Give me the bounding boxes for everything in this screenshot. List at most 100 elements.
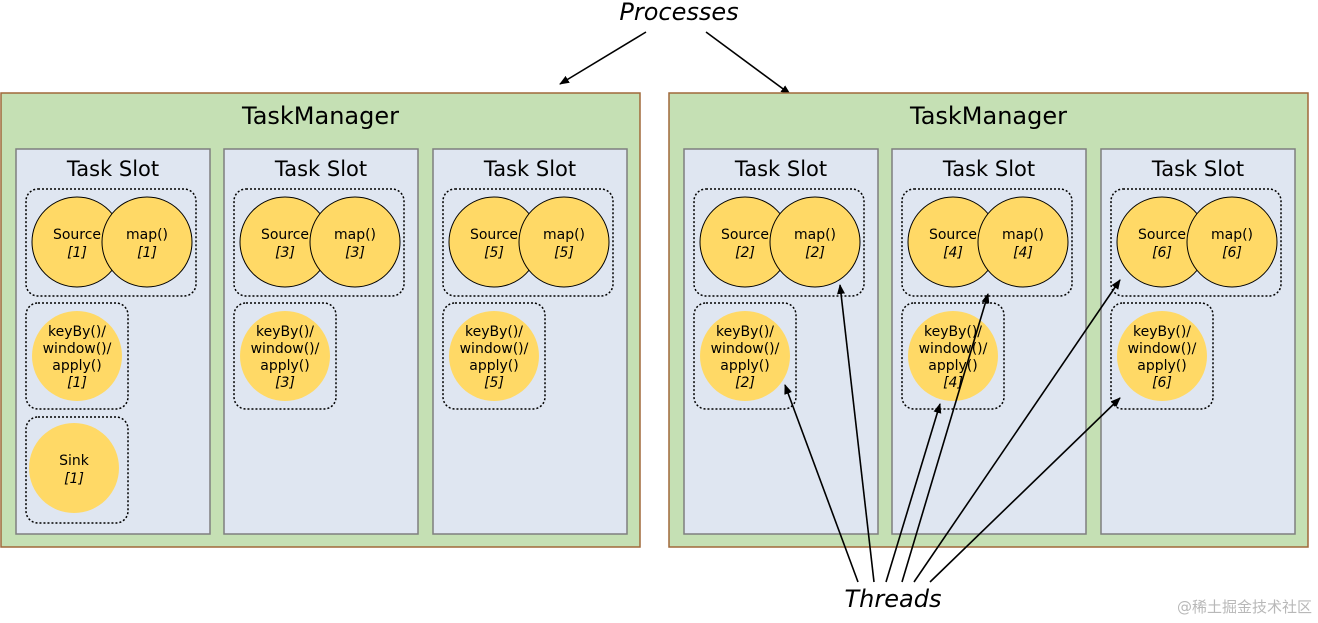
source-index: [5] <box>484 245 504 261</box>
thread-arrow-chain-6 <box>913 279 1121 583</box>
map-index: [2] <box>805 245 825 261</box>
map-operator <box>1186 196 1278 288</box>
operator-chain-border <box>901 188 1073 297</box>
window-label-line: keyBy()/ <box>48 324 106 340</box>
sink-index: [1] <box>64 471 84 487</box>
window-label-line: apply() <box>928 358 977 374</box>
window-operator-border <box>233 302 337 410</box>
operator-chain-border <box>25 188 197 297</box>
sink-operator <box>29 423 119 513</box>
window-label-line: apply() <box>469 358 518 374</box>
map-index: [6] <box>1222 245 1242 261</box>
window-operator-border <box>442 302 546 410</box>
window-index: [5] <box>484 375 504 391</box>
window-operator-border <box>25 302 129 410</box>
task-slot-title: Task Slot <box>274 157 367 181</box>
map-operator <box>518 196 610 288</box>
window-label-line: keyBy()/ <box>1133 324 1191 340</box>
map-operator <box>977 196 1069 288</box>
task-slot-title: Task Slot <box>1151 157 1244 181</box>
map-label: map() <box>794 227 836 243</box>
window-label-line: keyBy()/ <box>924 324 982 340</box>
source-index: [1] <box>67 245 87 261</box>
task-slot-title: Task Slot <box>66 157 159 181</box>
process-arrow-right <box>705 31 791 95</box>
map-label: map() <box>543 227 585 243</box>
window-label-line: window()/ <box>460 341 529 357</box>
thread-arrow-window-2 <box>784 384 859 583</box>
source-label: Source <box>721 227 769 243</box>
window-label-line: keyBy()/ <box>256 324 314 340</box>
process-arrow-left <box>559 31 647 85</box>
taskmanager-title: TaskManager <box>909 102 1067 130</box>
operator-chain-border <box>233 188 405 297</box>
map-operator <box>769 196 861 288</box>
map-operator <box>309 196 401 288</box>
thread-arrow-window-4 <box>885 403 942 583</box>
task-slot-title: Task Slot <box>942 157 1035 181</box>
source-label: Source <box>261 227 309 243</box>
source-label: Source <box>1138 227 1186 243</box>
source-label: Source <box>929 227 977 243</box>
operator-chain-border <box>693 188 865 297</box>
map-label: map() <box>126 227 168 243</box>
window-operator <box>449 311 539 401</box>
thread-arrow-chain-4 <box>901 293 990 583</box>
task-slot-title: Task Slot <box>734 157 827 181</box>
window-index: [2] <box>735 375 755 391</box>
window-index: [6] <box>1152 375 1172 391</box>
threads-label: Threads <box>845 585 942 613</box>
window-label-line: apply() <box>260 358 309 374</box>
map-label: map() <box>334 227 376 243</box>
map-label: map() <box>1002 227 1044 243</box>
sink-label: Sink <box>59 453 90 469</box>
processes-label: Processes <box>619 0 738 26</box>
map-label: map() <box>1211 227 1253 243</box>
map-index: [1] <box>137 245 157 261</box>
window-operator-border <box>1110 302 1214 410</box>
thread-arrow-chain-2 <box>837 284 875 583</box>
window-label-line: window()/ <box>1128 341 1197 357</box>
operator-chain-border <box>442 188 614 297</box>
window-label-line: window()/ <box>711 341 780 357</box>
watermark-text: @稀土掘金技术社区 <box>1177 598 1312 616</box>
taskmanager-title: TaskManager <box>241 102 399 130</box>
task-slot-title: Task Slot <box>483 157 576 181</box>
source-label: Source <box>470 227 518 243</box>
window-index: [3] <box>275 375 295 391</box>
window-operator <box>700 311 790 401</box>
window-label-line: window()/ <box>251 341 320 357</box>
process-arrows <box>559 31 791 95</box>
task-slot: Task SlotSource[4]map()[4]keyBy()/window… <box>891 148 1087 535</box>
window-label-line: apply() <box>720 358 769 374</box>
map-operator <box>101 196 193 288</box>
window-label-line: keyBy()/ <box>465 324 523 340</box>
window-operator <box>32 311 122 401</box>
source-index: [6] <box>1152 245 1172 261</box>
window-label-line: window()/ <box>43 341 112 357</box>
window-label-line: keyBy()/ <box>716 324 774 340</box>
window-operator-border <box>693 302 797 410</box>
window-label-line: apply() <box>52 358 101 374</box>
source-label: Source <box>53 227 101 243</box>
window-label-line: apply() <box>1137 358 1186 374</box>
source-index: [4] <box>943 245 963 261</box>
window-operator <box>240 311 330 401</box>
thread-arrows <box>784 279 1121 583</box>
thread-arrow-window-6 <box>929 397 1121 583</box>
map-index: [3] <box>345 245 365 261</box>
map-index: [5] <box>554 245 574 261</box>
window-operator <box>1117 311 1207 401</box>
map-index: [4] <box>1013 245 1033 261</box>
operator-chain-border <box>1110 188 1282 297</box>
window-index: [1] <box>67 375 87 391</box>
